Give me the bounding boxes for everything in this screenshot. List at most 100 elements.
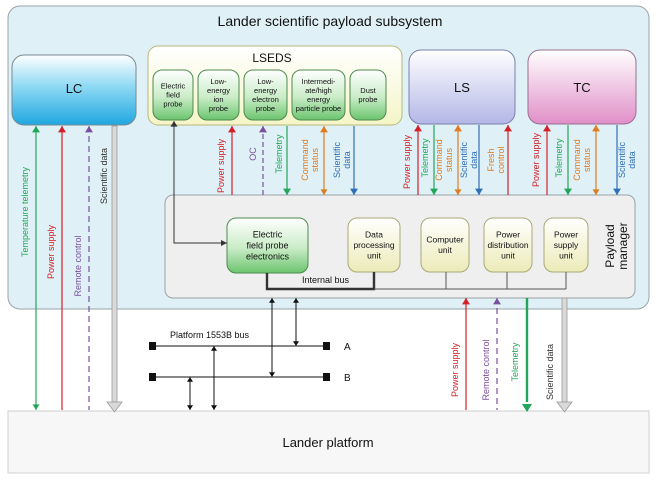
internal-bus-thick xyxy=(265,272,376,291)
lseds-telemetry-line-head xyxy=(283,188,291,195)
bus-tap-pm-b-down xyxy=(269,372,275,377)
bus-b-term-left xyxy=(149,373,156,381)
pf-science-head xyxy=(556,401,573,413)
lseds-cmd-line-head xyxy=(320,126,328,133)
ls-sci-line-head xyxy=(475,188,483,195)
pf-remote-label: Remote control xyxy=(481,339,491,400)
probe-box xyxy=(291,69,346,121)
bus-tap-platform-a-up xyxy=(211,346,217,351)
pf-remote-line-head xyxy=(493,298,501,305)
bus-label: Platform 1553B bus xyxy=(170,330,250,340)
tc-cmd-label: Commandstatus xyxy=(572,139,592,181)
tc-power-label: Power supply xyxy=(531,132,541,187)
internal-bus-label: Internal bus xyxy=(302,275,350,285)
lseds-oc-line-head xyxy=(259,126,267,133)
lc-remote-label: Remote control xyxy=(73,235,83,296)
bus-b-term-right xyxy=(323,373,330,381)
lc-science-head xyxy=(106,401,123,413)
ls-sci-label: Scientificdata xyxy=(459,141,479,178)
lseds-cmd-label: Commandstatus xyxy=(300,139,320,181)
lseds-sci-label: Scientificdata xyxy=(332,141,352,178)
tc-telemetry-line-head xyxy=(564,188,572,195)
lc-temp-telemetry-label: Temperature telemetry xyxy=(20,166,30,257)
pf-science-label: Scientific data xyxy=(545,344,555,400)
ls-power-label: Power supply xyxy=(402,134,412,189)
efp-link-head-right xyxy=(221,240,227,246)
pf-power-line-head xyxy=(462,298,470,305)
pf-telemetry-label: Telemetry xyxy=(510,342,520,382)
probe-box xyxy=(152,69,194,121)
pf-science-bar xyxy=(561,297,568,403)
lc-power-label: Power supply xyxy=(46,224,56,279)
tc-telemetry-label: Telemetry xyxy=(554,138,564,178)
lc-science-label: Scientific data xyxy=(99,148,109,204)
tc-power-line-head xyxy=(543,125,551,132)
ls-box xyxy=(408,49,516,125)
lseds-cmd-down xyxy=(320,189,328,195)
ls-power-line-head xyxy=(414,125,422,132)
ls-telemetry-label: Telemetry xyxy=(420,138,430,178)
lseds-power-label: Power supply xyxy=(216,138,226,193)
lc-power-line-head xyxy=(58,126,66,133)
bus-tap-pm-a-down xyxy=(293,341,299,346)
pf-telemetry-head xyxy=(522,404,532,412)
lseds-title: LSEDS xyxy=(252,51,291,65)
tc-cmd-down xyxy=(592,189,600,195)
lc-temp-down xyxy=(32,404,40,410)
ls-cmd-down xyxy=(454,189,462,195)
efp-electronics-link xyxy=(173,121,227,244)
bus-a-label: A xyxy=(344,342,351,353)
bus-tap-pm-b-up xyxy=(269,298,275,303)
ls-label: LS xyxy=(454,80,470,95)
pm-unit-box xyxy=(420,217,470,273)
ls-fresh-label: Freshcontrol xyxy=(486,146,506,173)
probe-box xyxy=(197,69,240,121)
bus-b-label: B xyxy=(344,373,351,384)
lc-temp-telemetry-line-head xyxy=(32,126,40,133)
pm-unit-box xyxy=(483,217,533,273)
lseds-power-line-head xyxy=(228,126,236,133)
tc-cmd-line-head xyxy=(592,125,600,132)
payload-manager-label: Payloadmanager xyxy=(603,222,630,269)
tc-sci-label: Scientificdata xyxy=(617,141,637,178)
tc-sci-line-head xyxy=(613,188,621,195)
lseds-oc-label: OC xyxy=(248,147,258,161)
ls-fresh-line-head xyxy=(504,125,512,132)
subsystem-title: Lander scientific payload subsystem xyxy=(218,13,443,29)
bus-tap-pm-a-up xyxy=(293,298,299,303)
lc-science-bar xyxy=(111,125,118,403)
bus-tap-platform-b-down xyxy=(187,405,193,410)
pf-power-label: Power supply xyxy=(450,342,460,397)
bus-tap-platform-b-up xyxy=(187,377,193,382)
ls-cmd-line-head xyxy=(454,125,462,132)
tc-label: TC xyxy=(573,80,590,95)
ls-telemetry-line-head xyxy=(430,188,438,195)
efp-link-head xyxy=(170,121,178,127)
lseds-sci-line-head xyxy=(350,188,358,195)
lc-remote-line-head xyxy=(85,126,93,133)
probe-box xyxy=(349,69,387,121)
bus-tap-platform-a-down xyxy=(211,405,217,410)
ls-cmd-label: Commandstatus xyxy=(434,139,454,181)
lander-platform xyxy=(7,410,650,474)
tc-box xyxy=(527,49,637,125)
